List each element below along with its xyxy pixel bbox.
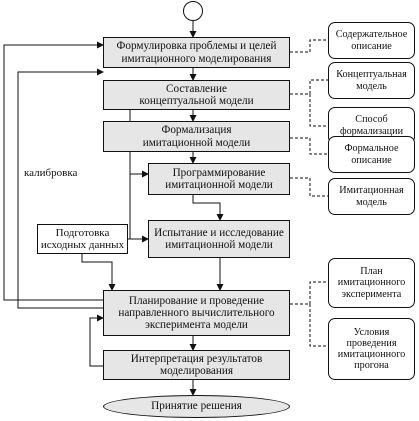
dash-connector-3 [309, 94, 328, 127]
step-formalization: Формализация имитационной модели [103, 121, 290, 152]
step-testing: Испытание и исследование имитационной мо… [148, 220, 290, 258]
calibration-label: калибровка [24, 167, 78, 179]
output-content-description: Содержательное описание [328, 22, 415, 59]
step-experiment-planning: Планирование и проведение направленного … [103, 290, 290, 336]
feedback-loop-interpretation [89, 314, 104, 367]
output-formal-description: Формальное описание [328, 136, 415, 173]
output-simulation-model: Имитационная модель [328, 178, 415, 215]
step-problem-formulation: Формулировка проблемы и целей имитационн… [103, 37, 290, 68]
step-conceptual-model: Составление концептуальной модели [103, 80, 290, 110]
start-circle-icon [183, 1, 203, 21]
flow-arrow-4 [192, 195, 224, 221]
step-input-data-preparation: Подготовка исходных данных [37, 224, 128, 254]
feedback-loop-outer [3, 41, 104, 301]
output-experiment-plan: План имитационного эксперимента [328, 258, 415, 308]
output-run-conditions: Условия проведения имитационного прогона [328, 318, 415, 380]
dash-connector-2 [290, 79, 328, 95]
step-programming: Программирование имитационной модели [148, 163, 290, 195]
dash-connector-1 [290, 39, 328, 53]
dash-connector-5 [290, 177, 328, 197]
prep-to-experiment-arrow [81, 254, 116, 291]
feedback-return-conceptual [103, 92, 131, 239]
final-decision: Принятие решения [103, 395, 290, 418]
dash-connector-7 [309, 304, 328, 347]
dash-connector-4 [290, 137, 328, 155]
feedback-loop-calibration [17, 68, 104, 309]
dash-connector-6 [290, 281, 328, 305]
output-conceptual-model: Концептуальная модель [328, 62, 415, 99]
step-interpretation: Интерпретация результатов моделирования [103, 350, 290, 380]
